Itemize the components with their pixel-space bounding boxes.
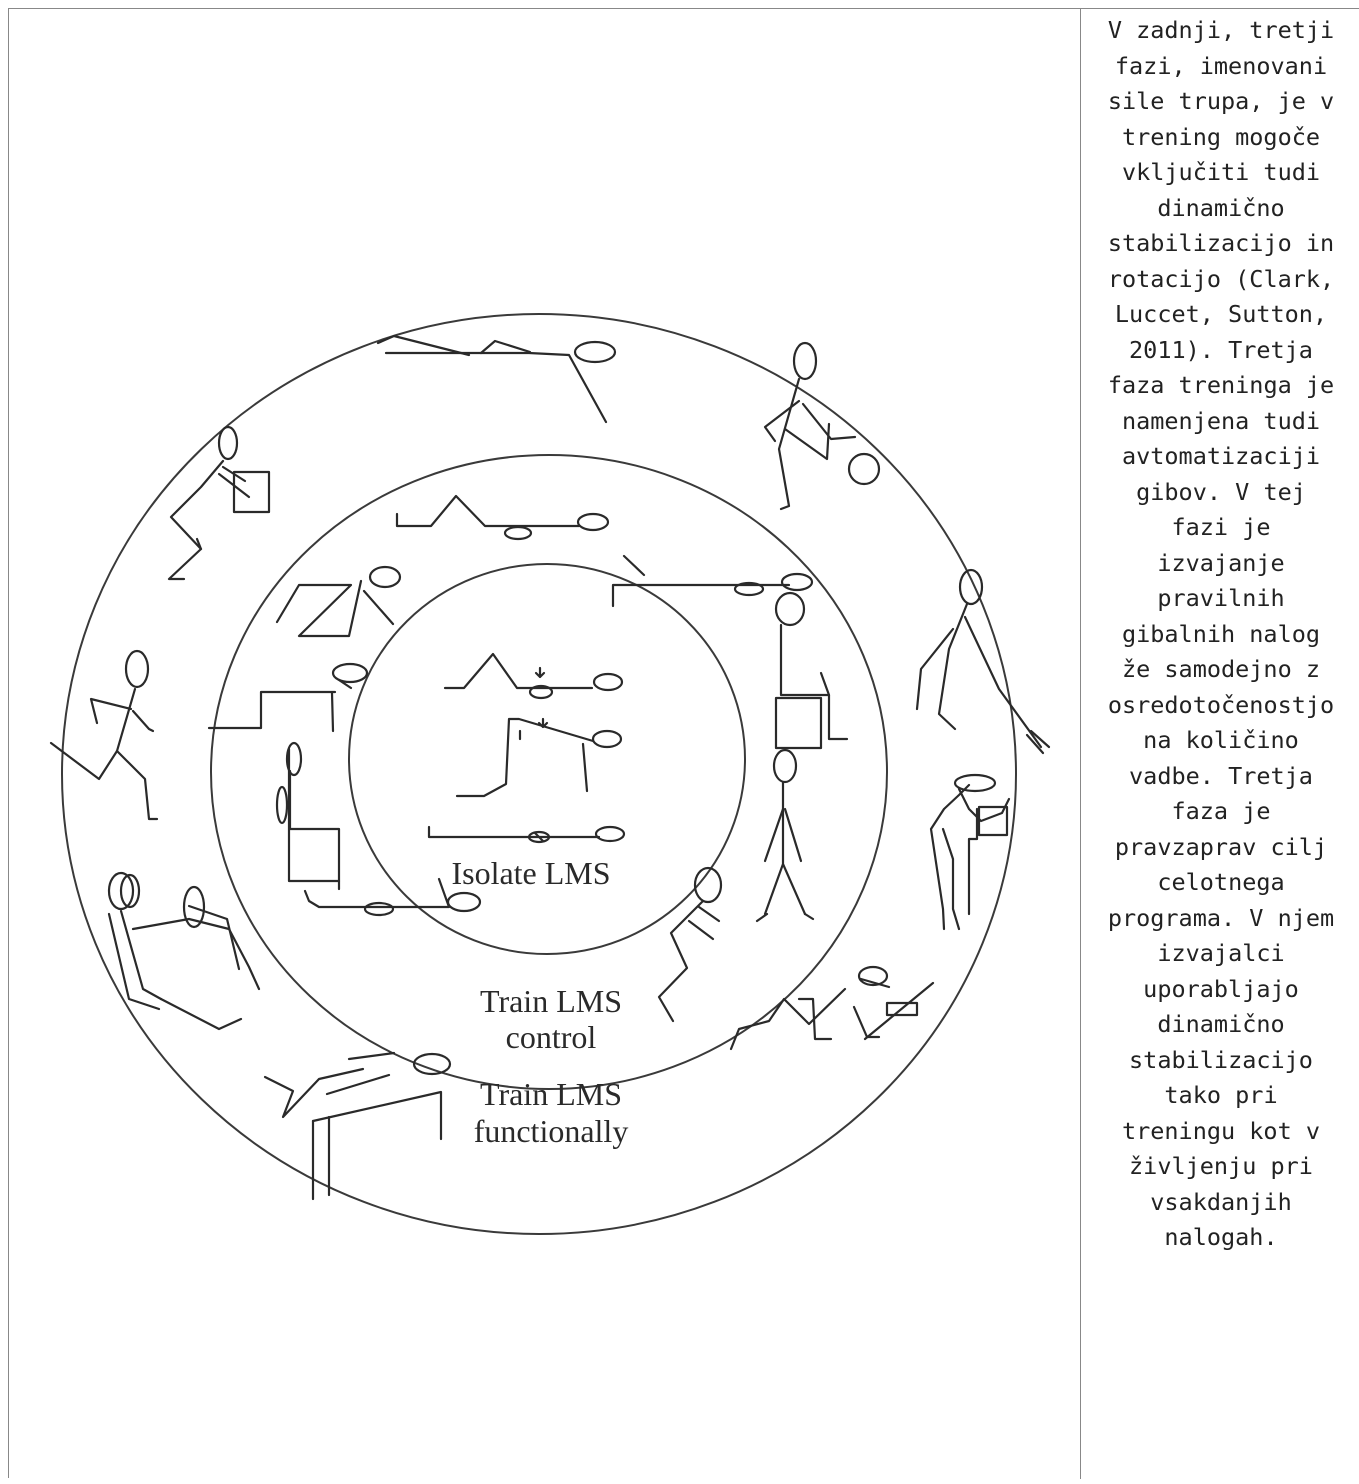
figure-prone-lying: [429, 827, 624, 842]
label-isolate: Isolate LMS: [451, 855, 610, 891]
label-train-functional-1: Train LMS: [480, 1076, 622, 1112]
text-cell: V zadnji, tretji fazi, imenovani sile tr…: [1082, 9, 1359, 1479]
figure-hurdle-jump: [265, 1053, 450, 1199]
lms-training-diagram: Isolate LMS Train LMS control Train LMS …: [9, 9, 1081, 1479]
figure-prone-superman: [378, 336, 615, 422]
label-train-control-1: Train LMS: [480, 983, 622, 1019]
figure-raking: [917, 570, 1049, 753]
figure-lift-to-shelf: [931, 775, 1009, 929]
figure-side-steps: [277, 567, 400, 636]
figure-supine-arm-raise: [613, 556, 812, 606]
figure-squat-reach: [659, 868, 721, 1021]
label-train-functional-2: functionally: [474, 1113, 629, 1149]
content-table: Isolate LMS Train LMS control Train LMS …: [8, 8, 1359, 1478]
description-paragraph: V zadnji, tretji fazi, imenovani sile tr…: [1082, 9, 1359, 1256]
figure-supine-legs-raised: [457, 719, 621, 796]
figure-bend-lift: [731, 967, 933, 1049]
figure-walking: [757, 750, 813, 921]
figure-soccer-kick: [765, 343, 879, 509]
figure-running: [51, 651, 157, 819]
figure-seated-on-box: [776, 593, 847, 748]
figure-supine-bridge: [397, 496, 608, 539]
figure-supine-hooklying: [445, 654, 622, 698]
figure-seated-rowing: [109, 873, 259, 1029]
label-train-control-2: control: [506, 1019, 597, 1055]
figure-step-up-box: [209, 664, 367, 731]
inner-circle: [349, 564, 745, 954]
figure-cell: Isolate LMS Train LMS control Train LMS …: [9, 9, 1081, 1479]
figure-squat-lift-box: [169, 427, 269, 579]
figure-wall-sit: [277, 743, 339, 889]
